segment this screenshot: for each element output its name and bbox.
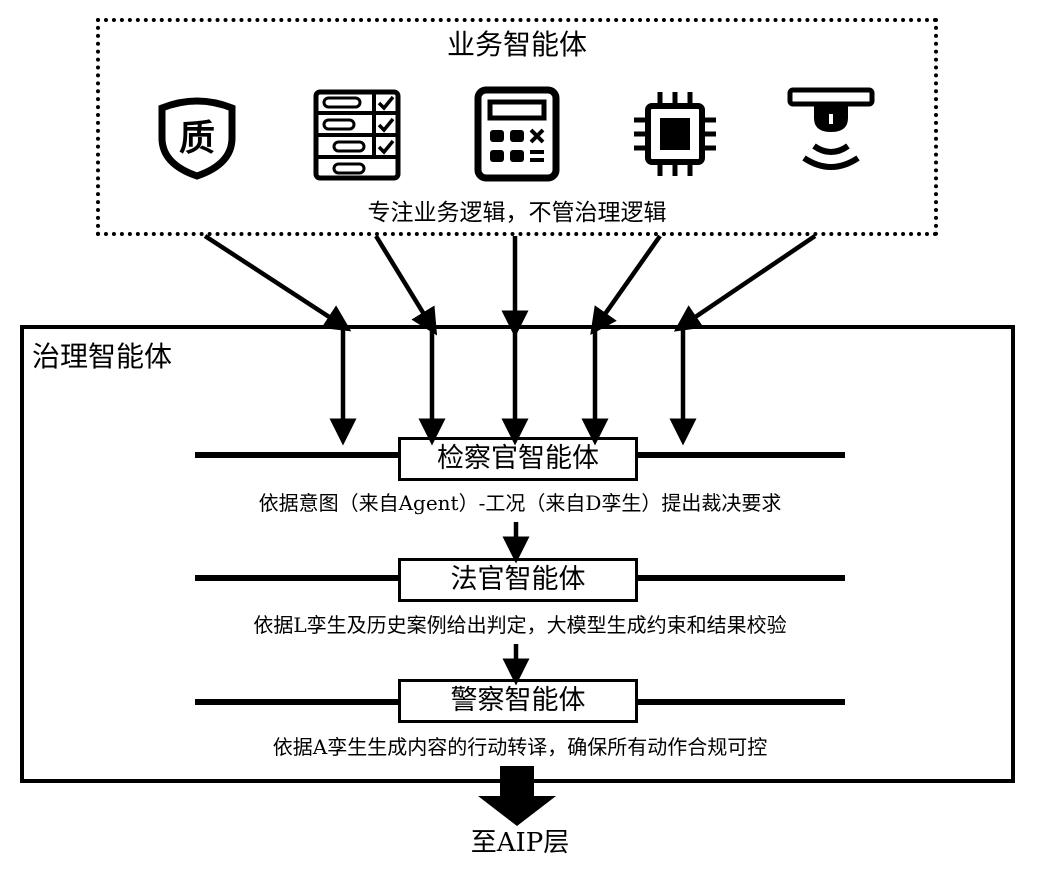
- police-agent-box: 警察智能体: [398, 679, 638, 723]
- arrow-4-diag: [590, 234, 662, 336]
- chip-icon: [630, 86, 720, 182]
- business-agents-subtitle: 专注业务逻辑，不管治理逻辑: [367, 200, 667, 226]
- business-agents-title: 业务智能体: [446, 28, 587, 61]
- business-agents-box: [96, 18, 938, 236]
- arrow-2-diag: [374, 234, 438, 336]
- arrow-1-diag: [203, 234, 352, 332]
- prosecutor-agent-desc: 依据意图（来自Agent）-工况（来自D孪生）提出裁决要求: [258, 491, 782, 515]
- prosecutor-agent-box: 检察官智能体: [398, 437, 638, 481]
- governance-agents-title: 治理智能体: [32, 340, 173, 373]
- police-agent-desc: 依据A孪生生成内容的行动转译，确保所有动作合规可控: [272, 735, 768, 759]
- checklist-icon: [312, 86, 402, 182]
- judge-agent-desc: 依据L孪生及历史案例给出判定，大模型生成约束和结果校验: [253, 613, 787, 637]
- calculator-icon: [472, 86, 562, 182]
- quality-icon-glyph: 质: [179, 118, 215, 159]
- judge-agent-box: 法官智能体: [398, 558, 638, 602]
- arrow-5-diag: [673, 234, 817, 332]
- output-label: 至AIP层: [470, 828, 570, 858]
- quality-shield-icon: 质: [152, 86, 242, 182]
- sensor-icon: [786, 86, 876, 182]
